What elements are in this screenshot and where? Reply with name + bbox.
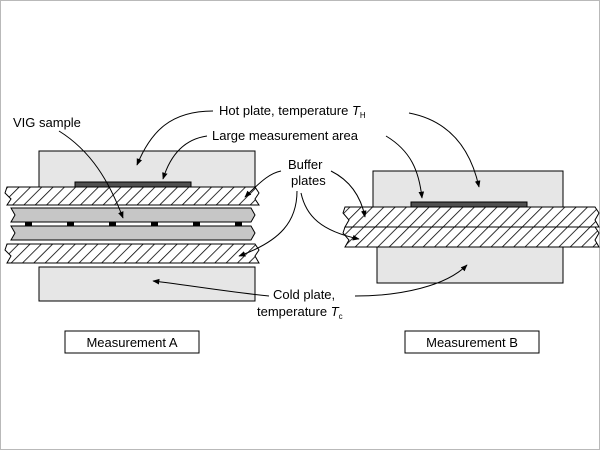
cold-plate-b	[376, 246, 564, 284]
measurement-a-assembly	[4, 150, 260, 302]
vig-glass-lower	[10, 225, 256, 241]
arrow-vig-sample	[58, 130, 124, 219]
arrow-cold-plate-a	[152, 278, 270, 297]
hot-plate-label: Hot plate, temperature TH	[219, 103, 366, 120]
leader-arrows	[58, 110, 481, 297]
measurement-b-assembly	[342, 170, 600, 284]
cold-plate-label-line2: temperature Tc	[257, 304, 343, 321]
buffer-plate-b-upper	[342, 206, 600, 228]
arrow-hot-plate-b	[408, 112, 481, 188]
hot-plate-b	[372, 170, 564, 208]
measurement-pad-b	[410, 201, 528, 208]
measurement-a-caption: Measurement A	[64, 330, 200, 354]
vig-sample-label: VIG sample	[13, 115, 81, 130]
measurement-b-caption-text: Measurement B	[426, 335, 518, 350]
arrow-hot-plate-a	[136, 110, 214, 166]
buffer-plate-a-lower	[4, 243, 260, 264]
cold-plate-a	[38, 266, 256, 302]
buffer-plates-label-line1: Buffer	[288, 157, 323, 172]
arrow-buffer-a-lower	[238, 190, 298, 257]
hot-plate-a	[38, 150, 256, 188]
large-measurement-area-label: Large measurement area	[212, 128, 359, 143]
arrow-large-area-b	[385, 135, 425, 199]
buffer-plates-label-line2: plates	[291, 173, 326, 188]
measurement-a-caption-text: Measurement A	[86, 335, 177, 350]
buffer-plate-b-lower	[342, 226, 600, 248]
arrow-cold-plate-b	[354, 264, 468, 297]
arrow-large-area-a	[162, 135, 208, 180]
vig-glass-upper	[10, 207, 256, 223]
measurement-b-caption: Measurement B	[404, 330, 540, 354]
measurement-pad-a	[74, 181, 192, 188]
cold-plate-label-line1: Cold plate,	[273, 287, 335, 302]
vig-pillars	[25, 222, 242, 226]
arrow-buffer-b-upper	[330, 170, 367, 218]
arrow-buffer-b-lower	[300, 192, 360, 241]
arrow-buffer-a-upper	[244, 170, 282, 198]
buffer-plate-a-upper	[4, 186, 260, 206]
